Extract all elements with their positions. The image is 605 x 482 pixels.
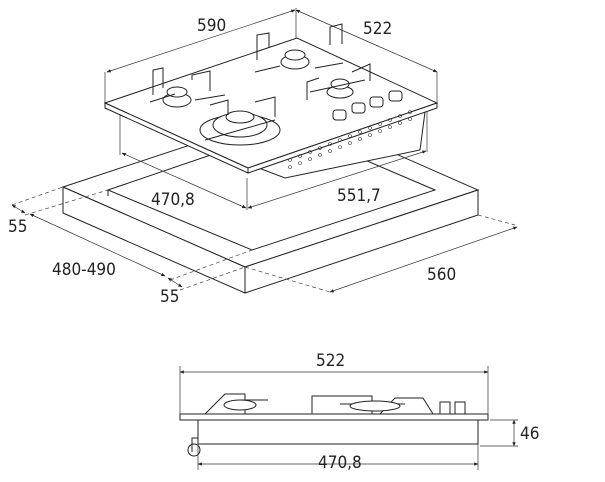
dim-side-width-bottom: 470,8 [318, 453, 362, 473]
dim-cutout-depth-inner: 470,8 [151, 190, 195, 210]
dim-clearance-left: 55 [8, 217, 27, 237]
cooktop-body [103, 23, 439, 179]
dim-hob-depth: 522 [363, 19, 392, 39]
burner-right [306, 63, 371, 100]
dim-clearance-front: 55 [160, 287, 179, 307]
dim-cutout-width: 560 [427, 265, 456, 285]
dimension-lines [11, 8, 518, 293]
dim-side-width-top: 522 [316, 351, 345, 371]
dim-cutout-depth: 480-490 [52, 260, 116, 280]
control-knobs [332, 90, 403, 121]
dim-side-height: 46 [520, 424, 539, 444]
dim-cutout-width-inner: 551,7 [337, 186, 381, 206]
burner-wok [199, 96, 281, 146]
side-view [179, 366, 518, 470]
dim-hob-width: 590 [197, 16, 226, 36]
